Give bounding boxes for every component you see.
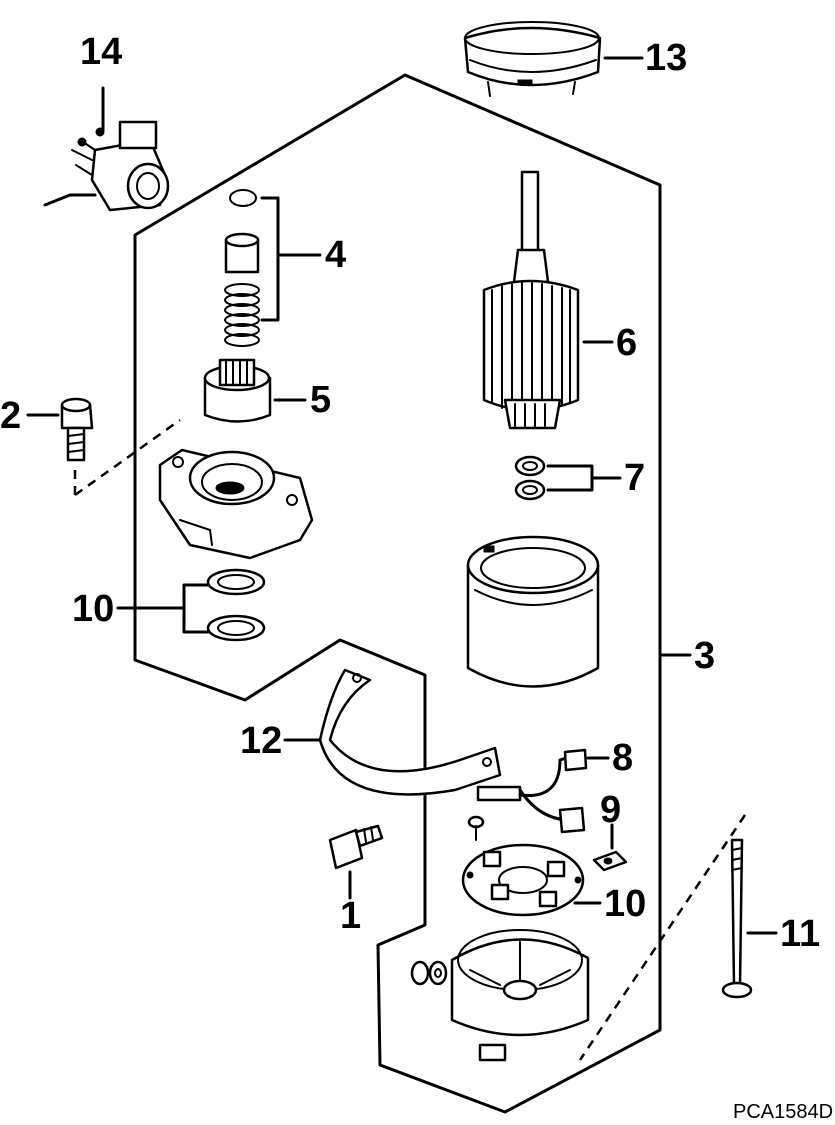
part-drive-end-housing <box>158 448 314 560</box>
callout-9: 9 <box>600 789 621 831</box>
callout-10-upper: 10 <box>72 588 114 630</box>
callout-10-lower: 10 <box>604 883 646 925</box>
part-mounting-strap <box>318 668 502 796</box>
callout-8: 8 <box>612 737 633 779</box>
part-thrust-washers <box>206 568 266 642</box>
callout-7: 7 <box>624 457 645 499</box>
assembly-outline <box>133 73 662 1114</box>
callout-11: 11 <box>780 913 820 955</box>
part-armature-washers <box>514 455 546 501</box>
part-armature <box>482 170 580 430</box>
part-bolt-lower <box>328 824 384 870</box>
part-small-nuts <box>410 960 448 986</box>
part-drive-pinion <box>203 358 272 423</box>
part-solenoid <box>43 120 170 212</box>
callout-12: 12 <box>240 720 282 762</box>
part-pinion-stop-set <box>224 189 260 347</box>
callout-2: 2 <box>0 395 21 437</box>
part-nut <box>592 850 628 872</box>
callout-1: 1 <box>340 895 361 937</box>
part-field-frame <box>466 535 600 688</box>
part-brush-lead <box>476 748 588 834</box>
callout-4: 4 <box>325 234 346 276</box>
callout-3: 3 <box>694 635 715 677</box>
part-end-cap <box>450 929 590 1062</box>
callout-14: 14 <box>80 31 122 73</box>
leader-lines <box>26 56 778 935</box>
part-through-bolt <box>721 838 753 999</box>
figure-code: PCA1584D <box>733 1101 833 1123</box>
callout-13: 13 <box>645 37 687 79</box>
part-small-screw <box>467 815 485 841</box>
callout-5: 5 <box>310 379 331 421</box>
callout-6: 6 <box>616 322 637 364</box>
part-band-ring <box>463 21 602 97</box>
part-bolt-left <box>60 397 94 462</box>
part-brush-plate <box>461 843 585 917</box>
